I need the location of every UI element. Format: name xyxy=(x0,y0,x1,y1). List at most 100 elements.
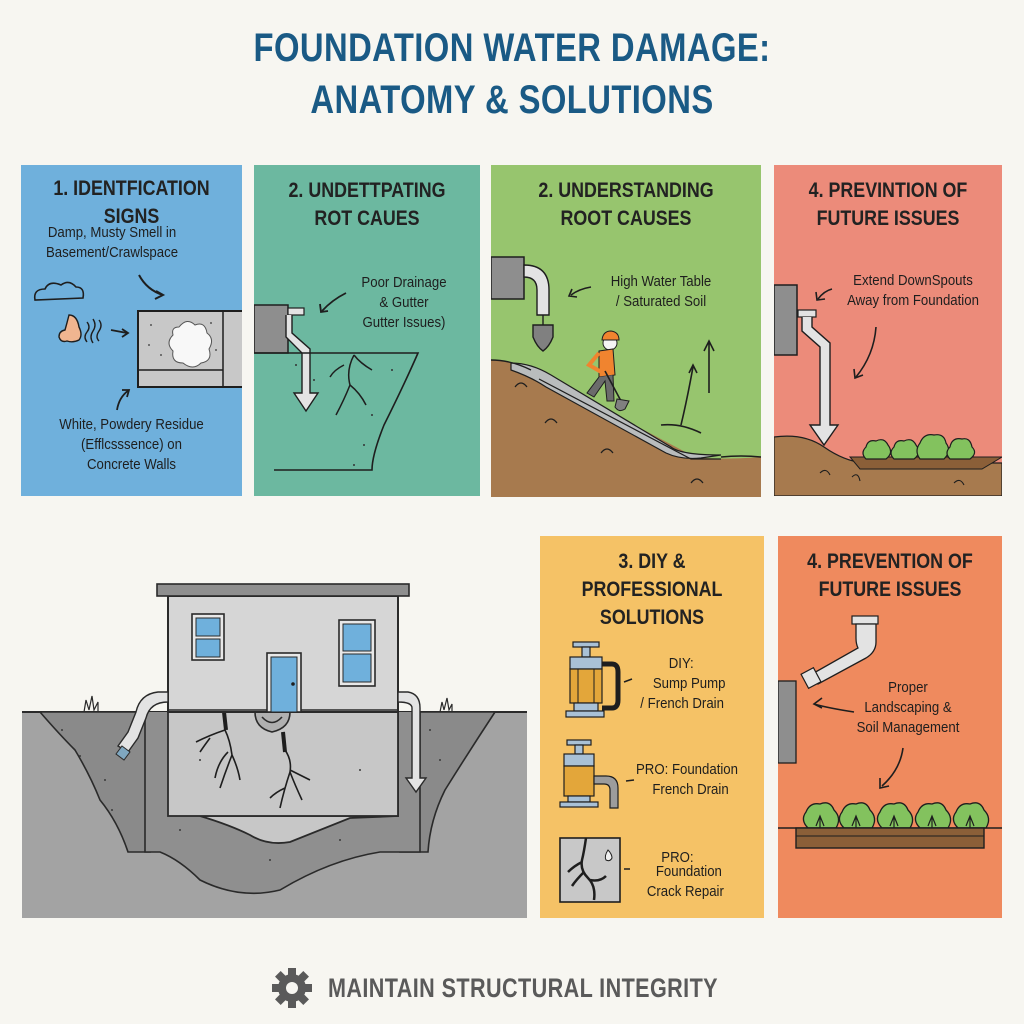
rising-water-arrow-icon xyxy=(660,339,715,434)
label-line: & Gutter xyxy=(379,294,429,311)
smell-waves-icon xyxy=(84,318,102,344)
extended-downspout-icon xyxy=(797,309,840,447)
panel-prevention-downspouts: 4. PREVINTION OF FUTURE ISSUES Extend Do… xyxy=(774,165,1002,496)
panel-title-line: 4. PREVINTION OF xyxy=(808,179,968,202)
cloud-icon xyxy=(33,281,85,301)
pipe-elbow-icon xyxy=(523,264,550,316)
panel-title-line: 2. UNDETTPATING xyxy=(288,179,446,202)
arrow-icon xyxy=(570,286,592,296)
label-line: French Drain xyxy=(652,781,729,798)
label-line: Away from Foundation xyxy=(847,292,979,309)
solutions-illustration xyxy=(559,641,635,903)
pro-crack-repair-label: PRO: Foundation Crack Repair xyxy=(631,848,724,902)
label-line: White, Powdery Residue xyxy=(59,416,204,433)
cracked-soil-icon xyxy=(254,352,420,471)
panel-title-line: 2. UNDERSTANDING xyxy=(538,179,714,202)
grass-icon xyxy=(439,697,453,713)
pro-french-drain-label: PRO: Foundation French Drain xyxy=(636,760,738,800)
residue-label: White, Powdery Residue (Efflcsssence) on… xyxy=(34,415,228,475)
french-drain-pump-icon xyxy=(559,739,619,809)
label-line: PRO: Foundation xyxy=(636,761,738,778)
label-line: DIY: xyxy=(668,655,694,672)
panel-title: 2. UNDETTPATING ROT CAUES xyxy=(271,177,463,233)
sump-pump-icon xyxy=(565,641,621,718)
label-line: (Efflcsssence) on xyxy=(80,436,183,453)
water-table-illustration xyxy=(491,256,761,497)
downspout-arrow-icon xyxy=(285,307,320,413)
panel-diy-professional-solutions: 3. DIY & PROFESSIONAL SOLUTIONS xyxy=(540,536,764,918)
label-line: Soil Management xyxy=(856,719,960,736)
downspout-icon xyxy=(397,691,428,794)
worker-icon xyxy=(585,330,630,412)
downspouts-label: Extend DownSpouts Away from Foundation xyxy=(835,271,992,311)
label-line: Landscaping & xyxy=(864,699,952,716)
label-line: / Saturated Soil xyxy=(615,293,707,310)
label-line: Basement/Crawlspace xyxy=(46,244,179,261)
panel-title-line: SOLUTIONS xyxy=(599,606,705,629)
panel-title: 4. PREVENTION OF FUTURE ISSUES xyxy=(795,548,985,604)
label-line: Concrete Walls xyxy=(86,456,176,473)
panel-title: 4. PREVINTION OF FUTURE ISSUES xyxy=(791,177,985,233)
label-line: Poor Drainage xyxy=(361,274,447,291)
rot-causes-illustration xyxy=(254,292,420,471)
panel-understanding-root-causes: 2. UNDERSTANDING ROOT CAUSES High Water … xyxy=(491,165,761,497)
arrow-icon xyxy=(817,288,833,300)
arrow-icon xyxy=(321,292,347,312)
footer-text: MAINTAIN STRUCTURAL INTEGRITY xyxy=(328,972,718,1003)
panel-identification-signs: 1. IDENTFICATION SIGNS Damp, Musty Smell… xyxy=(21,165,242,496)
nose-icon xyxy=(58,314,82,343)
window-icon xyxy=(338,619,376,687)
diy-sump-pump-label: DIY: Sump Pump / French Drain xyxy=(637,654,725,714)
label-line: Crack Repair xyxy=(646,883,724,900)
label-line: / French Drain xyxy=(640,695,724,712)
wall-block-icon xyxy=(778,680,797,764)
drainage-label: Poor Drainage & Gutter Gutter Issues) xyxy=(342,273,465,333)
panel-title-line: FUTURE ISSUES xyxy=(816,207,960,230)
label-line: Extend DownSpouts xyxy=(853,272,973,289)
wall-block-icon xyxy=(254,304,289,354)
water-table-label: High Water Table / Saturated Soil xyxy=(595,272,727,312)
shrubs-icon xyxy=(862,434,976,460)
house-cross-section xyxy=(0,560,540,930)
panel-title-line: ROT CAUES xyxy=(314,207,420,230)
footer: MAINTAIN STRUCTURAL INTEGRITY xyxy=(270,966,815,1010)
pipe-elbow-icon xyxy=(800,615,879,690)
wall-block-icon xyxy=(491,256,525,300)
downspout-icon xyxy=(115,691,169,761)
panel-title-line: 1. IDENTFICATION xyxy=(53,177,210,200)
label-line: Damp, Musty Smell in xyxy=(47,224,177,241)
title-line-1: FOUNDATION WATER DAMAGE: xyxy=(253,26,771,70)
gear-icon xyxy=(272,968,312,1008)
panel-title: 3. DIY & PROFESSIONAL SOLUTIONS xyxy=(557,548,747,632)
house-diagram xyxy=(22,583,527,918)
panel-title: 1. IDENTFICATION SIGNS xyxy=(38,175,226,231)
landscaping-illustration xyxy=(778,615,1002,849)
landscaping-label: Proper Landscaping & Soil Management xyxy=(829,678,987,738)
panel-title-line: FUTURE ISSUES xyxy=(818,578,962,601)
panel-title-line: 4. PREVENTION OF xyxy=(807,550,973,573)
grass-icon xyxy=(83,695,99,713)
wall-block-icon xyxy=(774,284,798,356)
shrubs-icon xyxy=(802,802,990,829)
panel-prevention-landscaping: 4. PREVENTION OF FUTURE ISSUES Pr xyxy=(778,536,1002,918)
window-icon xyxy=(191,613,225,661)
foundation-crack-icon xyxy=(195,711,311,809)
panel-title-line: SIGNS xyxy=(103,205,160,228)
label-line: High Water Table xyxy=(610,273,712,290)
label-line: PRO: xyxy=(661,849,694,866)
identification-illustration xyxy=(33,274,242,411)
door-icon xyxy=(266,652,302,713)
downspout-illustration xyxy=(774,284,1002,496)
label-line: Proper xyxy=(888,679,928,696)
label-line: Foundation xyxy=(655,863,722,880)
title-line-2: ANATOMY & SOLUTIONS xyxy=(310,78,714,122)
shovel-icon xyxy=(532,315,554,352)
panel-title-line: ROOT CAUSES xyxy=(560,207,692,230)
panel-title-line: 3. DIY & PROFESSIONAL xyxy=(581,550,723,601)
page-title: FOUNDATION WATER DAMAGE: ANATOMY & SOLUT… xyxy=(92,22,932,126)
smell-label: Damp, Musty Smell in Basement/Crawlspace xyxy=(46,223,178,263)
efflorescence-wall-icon xyxy=(137,310,242,388)
panel-rot-causes: 2. UNDETTPATING ROT CAUES Poor Drainage … xyxy=(254,165,480,496)
panel-title: 2. UNDERSTANDING ROOT CAUSES xyxy=(511,177,741,233)
label-line: Sump Pump xyxy=(652,675,726,692)
